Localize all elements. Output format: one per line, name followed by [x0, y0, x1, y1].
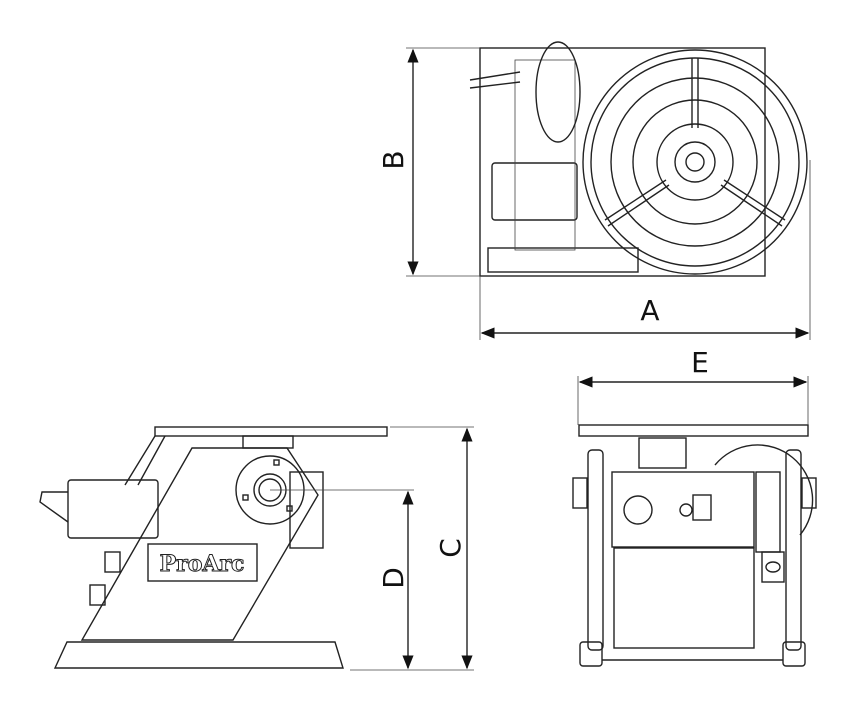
dimension-d-label: D	[377, 567, 410, 589]
dimension-b-label: B	[377, 150, 410, 169]
turntable-disc	[582, 49, 808, 275]
front-view: E	[572, 346, 817, 667]
proarc-logo-plate	[147, 543, 258, 582]
dimension-e-label: E	[691, 346, 709, 379]
side-view: ProArc D C	[39, 426, 474, 671]
dimension-c-label: C	[434, 538, 467, 558]
top-view: B A	[377, 41, 811, 340]
dimension-a-label: A	[640, 294, 659, 327]
proarc-logo: ProArc	[160, 551, 245, 577]
